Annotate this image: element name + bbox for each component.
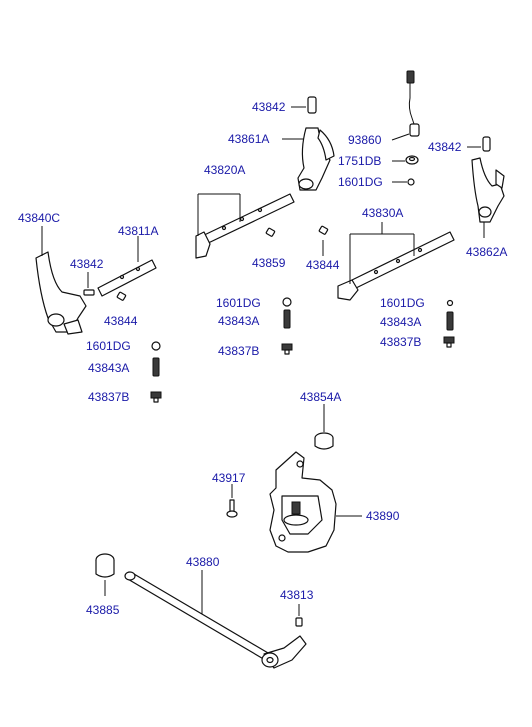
part-1601DG-ball-left: [151, 341, 161, 351]
part-43843A-spring-right: [446, 311, 454, 331]
part-1601DG-ball-right: [446, 299, 454, 307]
part-43862A-fork: [471, 157, 505, 238]
part-43885-bushing: [95, 553, 115, 596]
part-43811A-rod: [97, 236, 157, 297]
part-43837B-bolt-left: [150, 391, 162, 403]
label-1601DG-right[interactable]: 1601DG: [380, 296, 425, 310]
part-43854A-bushing: [314, 404, 334, 450]
label-43840C[interactable]: 43840C: [18, 211, 60, 225]
label-43859[interactable]: 43859: [252, 256, 286, 270]
part-43837B-bolt-right: [443, 336, 455, 348]
label-43811A[interactable]: 43811A: [118, 224, 158, 238]
label-43844-mid[interactable]: 43844: [306, 258, 340, 272]
label-43842-left[interactable]: 43842: [70, 257, 104, 271]
part-43842-left: [83, 272, 95, 296]
part-43880-shaft: [124, 570, 307, 669]
part-43840C-fork: [35, 226, 87, 335]
part-43844-pin-left: [116, 291, 127, 301]
label-43837B-right[interactable]: 43837B: [380, 335, 421, 349]
label-1601DG-mid[interactable]: 1601DG: [216, 296, 261, 310]
part-93860-sensor: [391, 70, 420, 141]
label-43917[interactable]: 43917: [212, 471, 246, 485]
label-1601DG-top[interactable]: 1601DG: [338, 175, 383, 189]
label-43842-top[interactable]: 43842: [252, 100, 286, 114]
label-1601DG-left[interactable]: 1601DG: [86, 339, 131, 353]
label-43844-left[interactable]: 43844: [104, 314, 138, 328]
label-43837B-left[interactable]: 43837B: [88, 390, 129, 404]
part-1751DB-washer: [392, 155, 419, 165]
part-1601DG-ball-top: [392, 178, 415, 186]
label-43843A-mid[interactable]: 43843A: [218, 314, 259, 328]
part-43859-pin: [265, 227, 276, 237]
label-43843A-left[interactable]: 43843A: [88, 361, 129, 375]
part-1601DG-ball-mid: [282, 297, 292, 307]
part-43820A-rod: [195, 193, 295, 259]
label-43843A-right[interactable]: 43843A: [380, 315, 421, 329]
label-43842-right[interactable]: 43842: [428, 140, 462, 154]
part-43917-bolt: [226, 484, 238, 518]
part-43890-housing: [269, 451, 362, 553]
label-93860[interactable]: 93860: [348, 133, 382, 147]
label-1751DB[interactable]: 1751DB: [338, 154, 381, 168]
label-43861A[interactable]: 43861A: [228, 132, 269, 146]
label-43813[interactable]: 43813: [280, 588, 314, 602]
label-43890[interactable]: 43890: [366, 509, 400, 523]
label-43830A[interactable]: 43830A: [362, 206, 403, 220]
label-43837B-mid[interactable]: 43837B: [218, 344, 259, 358]
label-43862A[interactable]: 43862A: [466, 245, 507, 259]
label-43880[interactable]: 43880: [186, 555, 220, 569]
label-43854A[interactable]: 43854A: [300, 390, 341, 404]
part-43843A-spring-mid: [283, 309, 291, 329]
label-43885[interactable]: 43885: [86, 603, 120, 617]
part-43861A-fork: [282, 127, 335, 191]
part-43843A-spring-left: [152, 357, 160, 377]
part-43837B-bolt-mid: [281, 343, 293, 355]
part-43842-top: [291, 96, 317, 114]
part-43844-pin-mid: [318, 225, 329, 256]
label-43820A[interactable]: 43820A: [204, 163, 245, 177]
part-43813-pin: [295, 604, 303, 627]
part-43842-right: [467, 136, 491, 152]
part-43830A-rod: [337, 222, 455, 301]
